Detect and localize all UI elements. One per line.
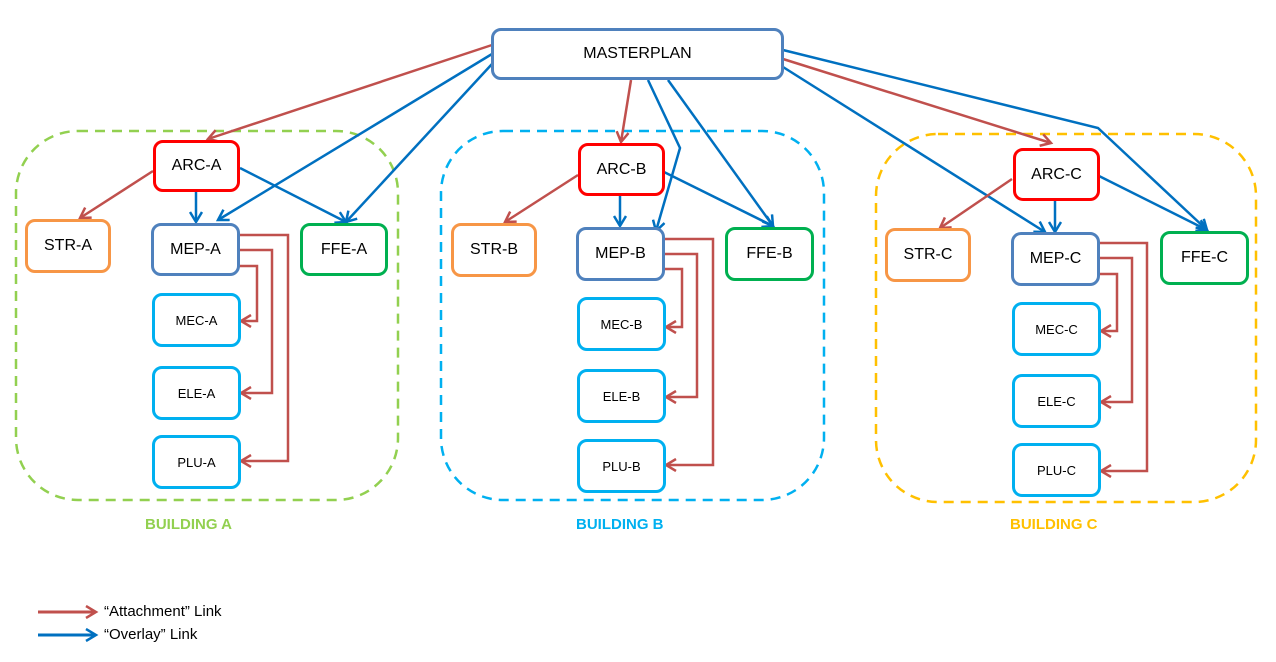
link-masterplan-arc-a bbox=[208, 43, 493, 139]
ele-c-label: ELE-C bbox=[1037, 393, 1076, 409]
arc-c-node[interactable]: ARC-C bbox=[1013, 148, 1100, 201]
plu-a-node[interactable]: PLU-A bbox=[152, 435, 241, 489]
ele-a-node[interactable]: ELE-A bbox=[152, 366, 241, 420]
ffe-b-label: FFE-B bbox=[746, 245, 793, 262]
link-mep-a-plu-a bbox=[239, 233, 290, 461]
str-c-label: STR-C bbox=[903, 246, 953, 263]
link-mep-a-mec-a bbox=[239, 264, 259, 321]
building-a-label: BUILDING A bbox=[145, 516, 232, 533]
mec-a-node[interactable]: MEC-A bbox=[152, 293, 241, 347]
link-masterplan-mep-b bbox=[646, 79, 682, 231]
building-c-group bbox=[874, 132, 1258, 504]
mec-b-label: MEC-B bbox=[600, 316, 643, 332]
plu-c-node[interactable]: PLU-C bbox=[1012, 443, 1101, 497]
link-masterplan-arc-b bbox=[621, 79, 633, 142]
building-b-label: BUILDING B bbox=[576, 516, 664, 533]
legend-attachment-label: “Attachment” Link bbox=[104, 603, 222, 620]
mec-c-node[interactable]: MEC-C bbox=[1012, 302, 1101, 356]
plu-b-label: PLU-B bbox=[602, 458, 641, 474]
legend-overlay-label: “Overlay” Link bbox=[104, 626, 198, 643]
masterplan-node[interactable]: MASTERPLAN bbox=[491, 28, 784, 80]
ffe-c-label: FFE-C bbox=[1180, 249, 1229, 266]
link-masterplan-arc-c bbox=[782, 57, 1051, 143]
ele-c-node[interactable]: ELE-C bbox=[1012, 374, 1101, 428]
mec-a-label: MEC-A bbox=[175, 312, 218, 328]
mec-b-node[interactable]: MEC-B bbox=[577, 297, 666, 351]
str-a-label: STR-A bbox=[44, 237, 92, 254]
ffe-b-node[interactable]: FFE-B bbox=[725, 227, 814, 281]
mec-c-label: MEC-C bbox=[1035, 321, 1078, 337]
ele-a-label: ELE-A bbox=[177, 385, 216, 401]
link-arc-a-ffe-a bbox=[239, 166, 346, 222]
ele-b-node[interactable]: ELE-B bbox=[577, 369, 666, 423]
link-masterplan-mep-a bbox=[218, 52, 493, 220]
building-c-label: BUILDING C bbox=[1010, 516, 1098, 533]
arc-c-label: ARC-C bbox=[1031, 165, 1082, 183]
arc-a-label: ARC-A bbox=[171, 157, 222, 174]
mep-b-label: MEP-B bbox=[595, 245, 646, 262]
link-mep-a-ele-a bbox=[239, 248, 274, 393]
link-mep-b-plu-b bbox=[664, 237, 715, 465]
link-arc-c-str-c bbox=[940, 177, 1013, 228]
str-b-label: STR-B bbox=[470, 241, 518, 258]
masterplan-label: MASTERPLAN bbox=[583, 45, 692, 62]
mep-b-node[interactable]: MEP-B bbox=[576, 227, 665, 281]
ffe-a-node[interactable]: FFE-A bbox=[300, 223, 388, 276]
link-arc-b-str-b bbox=[505, 173, 579, 222]
link-mep-b-mec-b bbox=[664, 267, 684, 327]
building-b-group bbox=[439, 129, 826, 502]
arc-b-node[interactable]: ARC-B bbox=[578, 143, 665, 196]
ffe-a-label: FFE-A bbox=[320, 240, 368, 258]
link-arc-c-ffe-c bbox=[1098, 174, 1207, 230]
mep-a-node[interactable]: MEP-A bbox=[151, 223, 240, 276]
link-masterplan-mep-c bbox=[782, 65, 1045, 232]
arc-b-label: ARC-B bbox=[596, 160, 647, 178]
plu-c-label: PLU-C bbox=[1036, 462, 1076, 478]
link-masterplan-ffe-a bbox=[346, 63, 493, 222]
plu-b-node[interactable]: PLU-B bbox=[577, 439, 666, 493]
link-mep-c-plu-c bbox=[1099, 241, 1149, 471]
link-mep-b-ele-b bbox=[664, 252, 699, 397]
link-arc-a-str-a bbox=[80, 169, 154, 218]
ffe-c-node[interactable]: FFE-C bbox=[1160, 231, 1249, 285]
str-b-node[interactable]: STR-B bbox=[451, 223, 537, 277]
ele-b-label: ELE-B bbox=[602, 388, 641, 404]
plu-a-label: PLU-A bbox=[177, 454, 216, 470]
arc-a-node[interactable]: ARC-A bbox=[153, 140, 240, 192]
mep-a-label: MEP-A bbox=[170, 240, 221, 258]
str-a-node[interactable]: STR-A bbox=[25, 219, 111, 273]
mep-c-label: MEP-C bbox=[1029, 250, 1082, 267]
link-masterplan-ffe-b bbox=[666, 79, 773, 226]
link-arc-b-ffe-b bbox=[663, 170, 773, 226]
link-masterplan-ffe-c bbox=[782, 48, 1207, 230]
mep-c-node[interactable]: MEP-C bbox=[1011, 232, 1100, 286]
link-mep-c-ele-c bbox=[1099, 256, 1134, 402]
link-mep-c-mec-c bbox=[1099, 272, 1119, 331]
str-c-node[interactable]: STR-C bbox=[885, 228, 971, 282]
